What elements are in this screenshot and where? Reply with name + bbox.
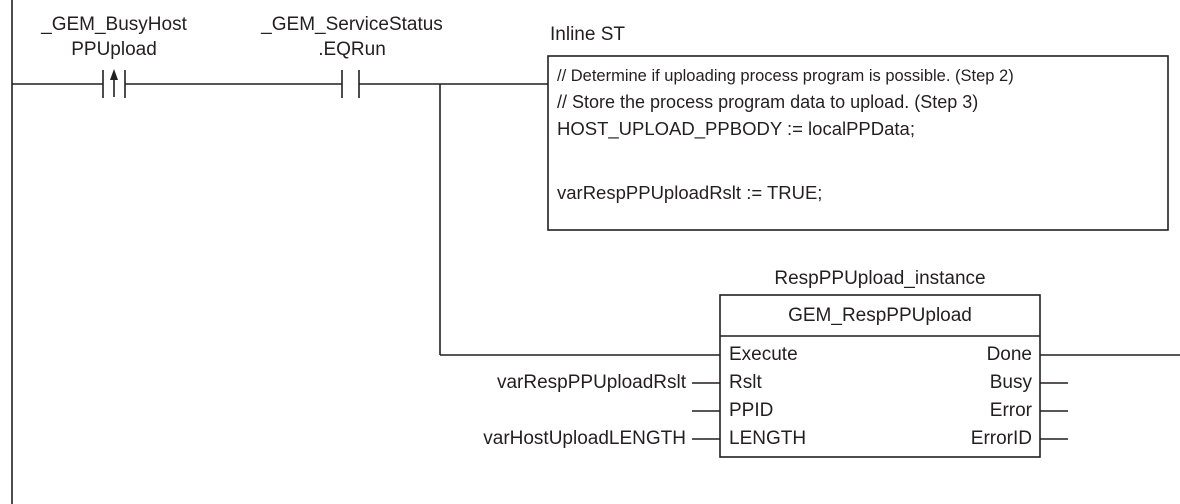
input-pin-ppid[interactable]: PPID (729, 400, 774, 421)
rising-edge-contact[interactable] (102, 69, 126, 98)
inline-st-title: Inline ST (550, 24, 625, 45)
st-code-line: varRespPPUploadRslt := TRUE; (557, 182, 823, 203)
input-variable-rslt: varRespPPUploadRslt (496, 372, 686, 393)
st-code-line: HOST_UPLOAD_PPBODY := localPPData; (557, 118, 915, 139)
output-pin-errorid[interactable]: ErrorID (970, 428, 1032, 449)
input-pin-length[interactable]: LENGTH (729, 428, 807, 449)
input-pin-rslt[interactable]: Rslt (729, 372, 762, 393)
contact-label-1-line2: PPUpload (71, 39, 157, 60)
function-block-instance-name: RespPPUpload_instance (774, 268, 986, 289)
function-block-type-name: GEM_RespPPUpload (788, 305, 972, 326)
inline-st-box[interactable] (547, 55, 1169, 231)
contact-label-2-line1: _GEM_ServiceStatus (261, 14, 443, 35)
input-pin-execute[interactable]: Execute (729, 344, 798, 365)
contact-label-1-line1: _GEM_BusyHost (41, 14, 187, 35)
st-comment-line: // Determine if uploading process progra… (557, 67, 1014, 85)
contact-label-2-line2: .EQRun (318, 39, 386, 60)
output-pin-error[interactable]: Error (989, 400, 1032, 421)
normally-open-contact[interactable] (341, 70, 360, 98)
output-pin-busy[interactable]: Busy (989, 372, 1032, 393)
input-variable-length: varHostUploadLENGTH (483, 428, 686, 449)
st-comment-line: // Store the process program data to upl… (557, 92, 979, 112)
output-pin-done[interactable]: Done (986, 344, 1032, 365)
function-block-box[interactable] (719, 294, 1041, 458)
